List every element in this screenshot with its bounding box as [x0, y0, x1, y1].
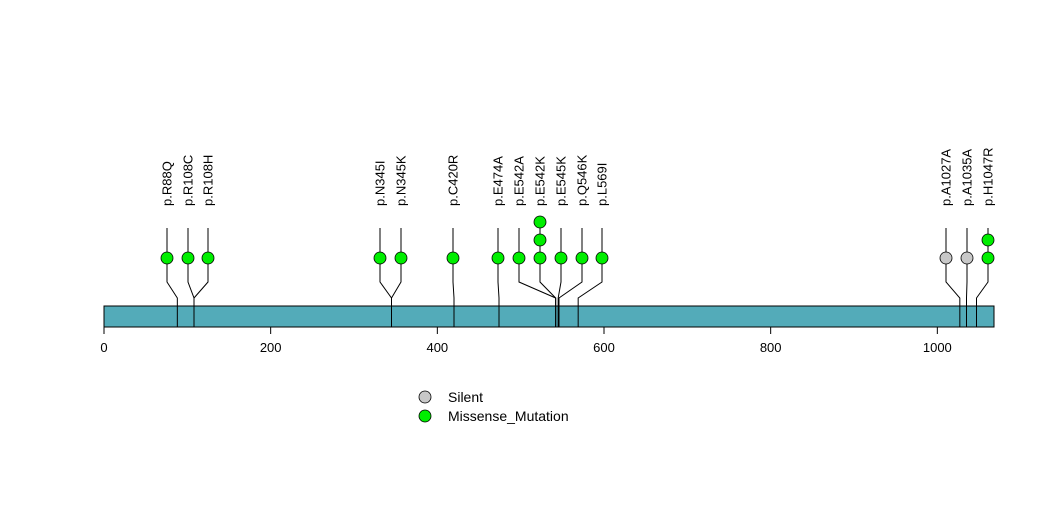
labels-layer: p.R88Q p.R108C p.R108H p.N345I p.N345K p.C420…: [160, 147, 996, 206]
mutation-marker[interactable]: [373, 251, 387, 265]
stem-line: [558, 228, 583, 306]
stem-line: [497, 228, 500, 306]
mutation-marker[interactable]: [595, 251, 609, 265]
mutation-marker[interactable]: [533, 251, 547, 265]
mutation-marker[interactable]: [512, 251, 526, 265]
stem-line: [966, 228, 968, 306]
x-tick-label: 400: [426, 340, 448, 355]
stem-line: [452, 228, 455, 306]
stem-line: [391, 228, 402, 306]
x-tick-label: 0: [100, 340, 107, 355]
mutation-label: p.A1027A: [939, 149, 954, 206]
x-tick-label: 600: [593, 340, 615, 355]
x-tick-label: 1000: [923, 340, 952, 355]
mutation-label: p.N345K: [394, 155, 409, 206]
mutation-marker[interactable]: [981, 251, 995, 265]
markers-layer: [160, 215, 995, 265]
mutation-marker[interactable]: [575, 251, 589, 265]
mutation-label: p.A1035A: [960, 149, 975, 206]
mutation-label: p.H1047R: [981, 147, 996, 206]
legend-label: Missense_Mutation: [448, 408, 569, 424]
mutation-marker[interactable]: [446, 251, 460, 265]
mutation-label: p.R108C: [181, 155, 196, 206]
x-axis: 0 200 400 600 800 1000: [100, 327, 952, 355]
mutation-marker[interactable]: [939, 251, 953, 265]
mutation-marker[interactable]: [533, 215, 547, 229]
x-tick-label: 800: [760, 340, 782, 355]
mutation-marker[interactable]: [533, 233, 547, 247]
stem-line: [193, 228, 209, 306]
mutation-label: p.Q546K: [575, 154, 590, 206]
mutation-marker[interactable]: [181, 251, 195, 265]
mutation-label: p.L569I: [595, 163, 610, 206]
mutation-label: p.E474A: [491, 156, 506, 206]
stems-layer: [166, 228, 989, 306]
mutation-label: p.E542K: [533, 156, 548, 206]
protein-bar: [103, 305, 995, 328]
stem-line: [945, 228, 961, 306]
mutation-marker[interactable]: [491, 251, 505, 265]
stem-line: [557, 228, 562, 306]
mutation-label: p.N345I: [373, 160, 388, 206]
mutation-label: p.C420R: [446, 155, 461, 206]
mutation-marker[interactable]: [960, 251, 974, 265]
mutation-marker[interactable]: [981, 233, 995, 247]
stem-line: [187, 228, 195, 306]
mutation-label: p.E542A: [512, 156, 527, 206]
stem-line: [166, 228, 178, 306]
mutation-marker[interactable]: [160, 251, 174, 265]
bar-position-lines: [176, 306, 977, 327]
mutation-marker[interactable]: [201, 251, 215, 265]
mutation-label: p.R88Q: [160, 161, 175, 206]
mutation-marker[interactable]: [554, 251, 568, 265]
legend-label: Silent: [448, 389, 483, 405]
legend-marker: [418, 409, 432, 423]
x-tick-label: 200: [260, 340, 282, 355]
stem-line: [379, 228, 392, 306]
legend-marker: [418, 390, 432, 404]
mutation-label: p.E545K: [554, 156, 569, 206]
mutation-marker[interactable]: [394, 251, 408, 265]
mutation-label: p.R108H: [201, 155, 216, 206]
